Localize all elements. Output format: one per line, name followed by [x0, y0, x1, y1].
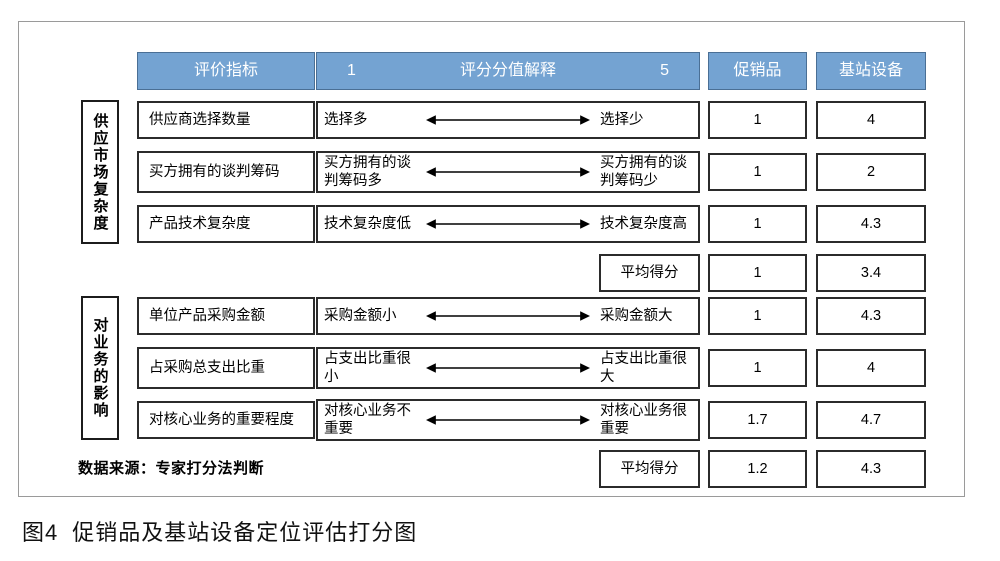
- score-cell-station: 4: [816, 349, 926, 387]
- scale-high-anchor: 买方拥有的谈判筹码少: [600, 154, 687, 189]
- criterion-cell: 对核心业务的重要程度: [137, 401, 315, 439]
- score-cell-promo: 1: [708, 297, 807, 335]
- group-label-text: 供应市场复杂度: [91, 112, 109, 232]
- criterion-label: 对核心业务的重要程度: [149, 411, 294, 428]
- scale-row: 买方拥有的谈判筹码多 买方拥有的谈判筹码少: [316, 151, 700, 193]
- score-value: 4.7: [860, 411, 882, 428]
- scale-row: 对核心业务不重要 对核心业务很重要: [316, 399, 700, 441]
- score-cell-station: 4.3: [816, 205, 926, 243]
- figure-frame: 评价指标 1 评分分值解释 5 促销品 基站设备 供应市场复杂度 供应商选择数量…: [18, 21, 965, 497]
- criterion-label: 买方拥有的谈判筹码: [149, 163, 280, 180]
- scale-low-anchor: 技术复杂度低: [324, 215, 411, 232]
- score-value: 4.3: [860, 215, 882, 232]
- scale-high-anchor: 对核心业务很重要: [600, 402, 687, 437]
- score-value: 1: [753, 163, 762, 180]
- average-cell-promo: 1: [708, 254, 807, 292]
- header-station-label: 基站设备: [838, 61, 903, 79]
- average-value: 3.4: [860, 264, 882, 281]
- scale-low-anchor: 采购金额小: [324, 307, 397, 324]
- score-value: 4: [866, 359, 876, 376]
- double-arrow-icon: [426, 362, 590, 374]
- average-cell-promo: 1.2: [708, 450, 807, 488]
- criterion-label: 占采购总支出比重: [149, 359, 265, 376]
- scale-title-label: 评分分值解释: [459, 61, 556, 79]
- criterion-cell: 单位产品采购金额: [137, 297, 315, 335]
- double-arrow-icon: [426, 218, 590, 230]
- scale-low-anchor: 买方拥有的谈判筹码多: [324, 154, 411, 189]
- score-cell-promo: 1: [708, 153, 807, 191]
- header-criteria-label: 评价指标: [193, 61, 258, 79]
- scale-min-label: 1: [347, 61, 356, 79]
- header-column-promo: 促销品: [708, 52, 807, 90]
- group-label-business-impact: 对业务的影响: [81, 296, 119, 440]
- score-value: 1: [753, 215, 762, 232]
- criterion-cell: 产品技术复杂度: [137, 205, 315, 243]
- average-label-cell: 平均得分: [599, 254, 700, 292]
- scale-high-anchor: 采购金额大: [600, 307, 673, 324]
- scale-row: 技术复杂度低 技术复杂度高: [316, 205, 700, 243]
- scale-row: 占支出比重很小 占支出比重很大: [316, 347, 700, 389]
- average-label: 平均得分: [620, 264, 679, 281]
- score-cell-station: 4.3: [816, 297, 926, 335]
- average-value: 4.3: [860, 460, 882, 477]
- double-arrow-icon: [426, 310, 590, 322]
- average-label-cell: 平均得分: [599, 450, 700, 488]
- score-cell-promo: 1: [708, 349, 807, 387]
- score-value: 1.7: [747, 411, 768, 428]
- scale-high-anchor: 技术复杂度高: [600, 215, 687, 232]
- header-scale: 1 评分分值解释 5: [316, 52, 700, 90]
- average-cell-station: 3.4: [816, 254, 926, 292]
- figure-caption-number: 图4: [22, 520, 59, 545]
- score-value: 2: [866, 163, 876, 180]
- score-value: 4: [866, 111, 876, 128]
- scale-high-anchor: 占支出比重很大: [600, 350, 687, 385]
- average-value: 1: [753, 264, 762, 281]
- header-promo-label: 促销品: [733, 61, 782, 79]
- double-arrow-icon: [426, 414, 590, 426]
- group-label-supply-market-complexity: 供应市场复杂度: [81, 100, 119, 244]
- score-cell-promo: 1.7: [708, 401, 807, 439]
- average-label: 平均得分: [620, 460, 679, 477]
- score-value: 1: [753, 307, 762, 324]
- criterion-cell: 供应商选择数量: [137, 101, 315, 139]
- score-cell-promo: 1: [708, 101, 807, 139]
- group-label-text: 对业务的影响: [91, 317, 109, 419]
- double-arrow-icon: [426, 114, 590, 126]
- scale-low-anchor: 对核心业务不重要: [324, 402, 411, 437]
- score-cell-promo: 1: [708, 205, 807, 243]
- figure-caption-text: 促销品及基站设备定位评估打分图: [72, 520, 418, 545]
- score-value: 1: [753, 359, 762, 376]
- score-cell-station: 4: [816, 101, 926, 139]
- scale-row: 选择多 选择少: [316, 101, 700, 139]
- scale-low-anchor: 选择多: [324, 111, 368, 128]
- header-column-station: 基站设备: [816, 52, 926, 90]
- score-cell-station: 2: [816, 153, 926, 191]
- header-criteria: 评价指标: [137, 52, 315, 90]
- score-value: 4.3: [860, 307, 882, 324]
- score-value: 1: [753, 111, 762, 128]
- scale-low-anchor: 占支出比重很小: [324, 350, 411, 385]
- score-cell-station: 4.7: [816, 401, 926, 439]
- criterion-label: 产品技术复杂度: [149, 215, 251, 232]
- scale-row: 采购金额小 采购金额大: [316, 297, 700, 335]
- criterion-cell: 占采购总支出比重: [137, 347, 315, 389]
- figure-caption: 图4 促销品及基站设备定位评估打分图: [22, 515, 417, 547]
- average-cell-station: 4.3: [816, 450, 926, 488]
- double-arrow-icon: [426, 166, 590, 178]
- criterion-label: 单位产品采购金额: [149, 307, 265, 324]
- scale-high-anchor: 选择少: [600, 111, 644, 128]
- criterion-cell: 买方拥有的谈判筹码: [137, 151, 315, 193]
- data-source-note: 数据来源：专家打分法判断: [78, 460, 265, 477]
- average-value: 1.2: [747, 460, 768, 477]
- scale-max-label: 5: [660, 61, 669, 79]
- criterion-label: 供应商选择数量: [149, 111, 251, 128]
